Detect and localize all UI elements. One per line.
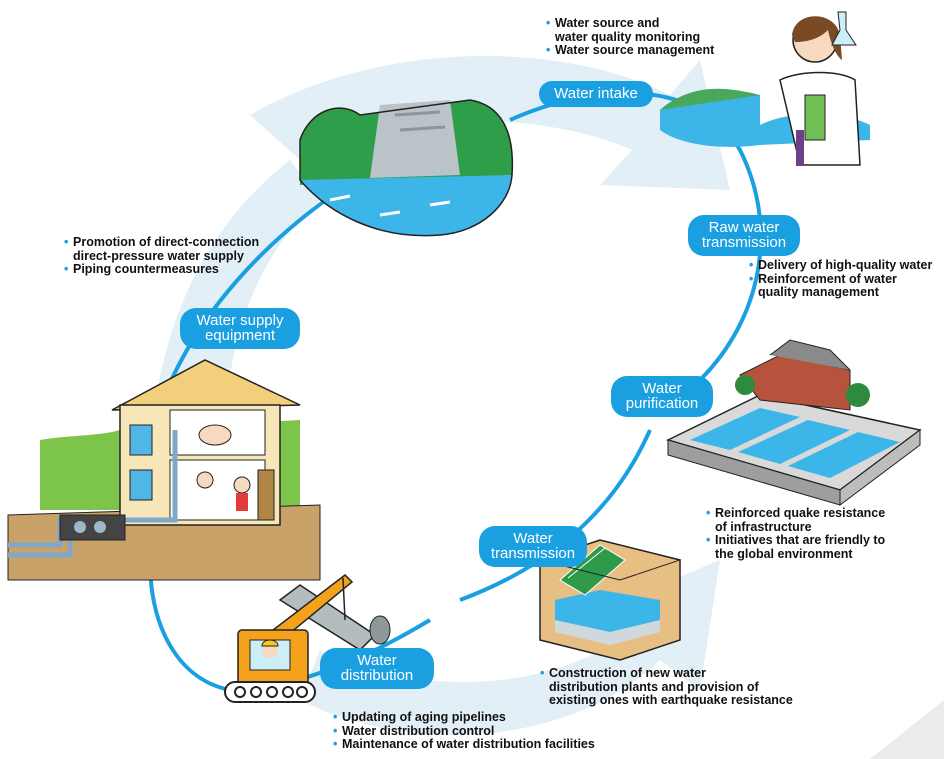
notes-water-distribution: Updating of aging pipelines Water distri… bbox=[333, 710, 595, 752]
note-line: Water source and bbox=[555, 16, 660, 30]
stage-label-water-supply-equipment: Water supply equipment bbox=[180, 308, 300, 349]
note-line: Updating of aging pipelines bbox=[342, 710, 506, 724]
notes-water-supply-equipment: Promotion of direct-connection direct-pr… bbox=[64, 235, 260, 277]
stage-label-line2: distribution bbox=[340, 667, 414, 684]
note-line: distribution plants and provision of bbox=[549, 679, 759, 694]
stage-label-water-purification: Water purification bbox=[611, 376, 713, 417]
stage-label-line1: Water bbox=[642, 380, 682, 397]
note-item: Maintenance of water distribution facili… bbox=[333, 737, 595, 752]
note-line: existing ones with earthquake resistance bbox=[549, 693, 793, 707]
stage-label-line1: Water bbox=[357, 652, 397, 669]
note-line: Maintenance of water distribution facili… bbox=[342, 737, 595, 751]
stage-label-line2: transmission bbox=[701, 234, 787, 251]
stage-label-water-intake-text: Water intake bbox=[554, 85, 638, 102]
note-line: water quality monitoring bbox=[555, 29, 701, 44]
note-line: Water source management bbox=[555, 43, 715, 57]
stage-label-water-intake: Water intake bbox=[539, 81, 653, 107]
note-item: Piping countermeasures bbox=[64, 262, 259, 277]
note-line: of infrastructure bbox=[715, 519, 812, 534]
note-line: Water distribution control bbox=[342, 723, 495, 738]
note-item: Updating of aging pipelines bbox=[333, 710, 595, 725]
stage-label-water-distribution: Water distribution bbox=[320, 648, 434, 689]
dam-illustration bbox=[299, 99, 514, 237]
note-line: Reinforced quake resistance bbox=[715, 506, 886, 520]
notes-water-purification: Reinforced quake resistance of infrastru… bbox=[706, 506, 886, 561]
note-item: Construction of new water distribution p… bbox=[540, 666, 793, 708]
note-item: Water source management bbox=[546, 43, 715, 58]
house-with-family-illustration bbox=[7, 359, 321, 581]
stage-label-raw-water-transmission: Raw water transmission bbox=[688, 215, 800, 256]
excavator-crane-illustration bbox=[224, 574, 391, 703]
note-line: the global environment bbox=[715, 546, 853, 561]
note-line: Delivery of high-quality water bbox=[758, 258, 933, 272]
note-line: Construction of new water bbox=[549, 666, 706, 680]
stage-label-line1: Water supply bbox=[196, 312, 284, 329]
stage-label-line1: Raw water bbox=[708, 219, 780, 236]
note-item: Water distribution control bbox=[333, 723, 595, 739]
note-line: Reinforcement of water bbox=[758, 271, 897, 286]
stage-label-water-transmission: Water transmission bbox=[479, 526, 587, 567]
stage-label-line2: equipment bbox=[204, 327, 276, 344]
note-line: Promotion of direct-connection bbox=[73, 235, 260, 249]
note-item: Reinforcement of water quality managemen… bbox=[749, 271, 932, 300]
purification-plant-illustration bbox=[665, 339, 922, 506]
note-line: Piping countermeasures bbox=[73, 262, 219, 276]
underground-reservoir-illustration bbox=[538, 539, 682, 661]
note-item: Delivery of high-quality water bbox=[749, 258, 933, 273]
stage-label-line2: purification bbox=[625, 395, 699, 412]
note-item: Initiatives that are friendly to the glo… bbox=[706, 533, 886, 561]
note-item: Water source and water quality monitorin… bbox=[546, 16, 714, 44]
notes-raw-water-transmission: Delivery of high-quality water Reinforce… bbox=[749, 258, 933, 300]
scientist-with-flask-illustration bbox=[660, 11, 870, 166]
note-item: Reinforced quake resistance of infrastru… bbox=[706, 506, 886, 534]
note-line: Initiatives that are friendly to bbox=[715, 533, 886, 547]
note-line: quality management bbox=[758, 285, 879, 299]
notes-water-transmission: Construction of new water distribution p… bbox=[540, 666, 793, 708]
note-line: direct-pressure water supply bbox=[73, 248, 244, 263]
note-item: Promotion of direct-connection direct-pr… bbox=[64, 235, 260, 263]
stage-label-line1: Water bbox=[513, 530, 553, 547]
stage-label-line2: transmission bbox=[490, 545, 576, 562]
notes-water-intake: Water source and water quality monitorin… bbox=[546, 16, 715, 58]
